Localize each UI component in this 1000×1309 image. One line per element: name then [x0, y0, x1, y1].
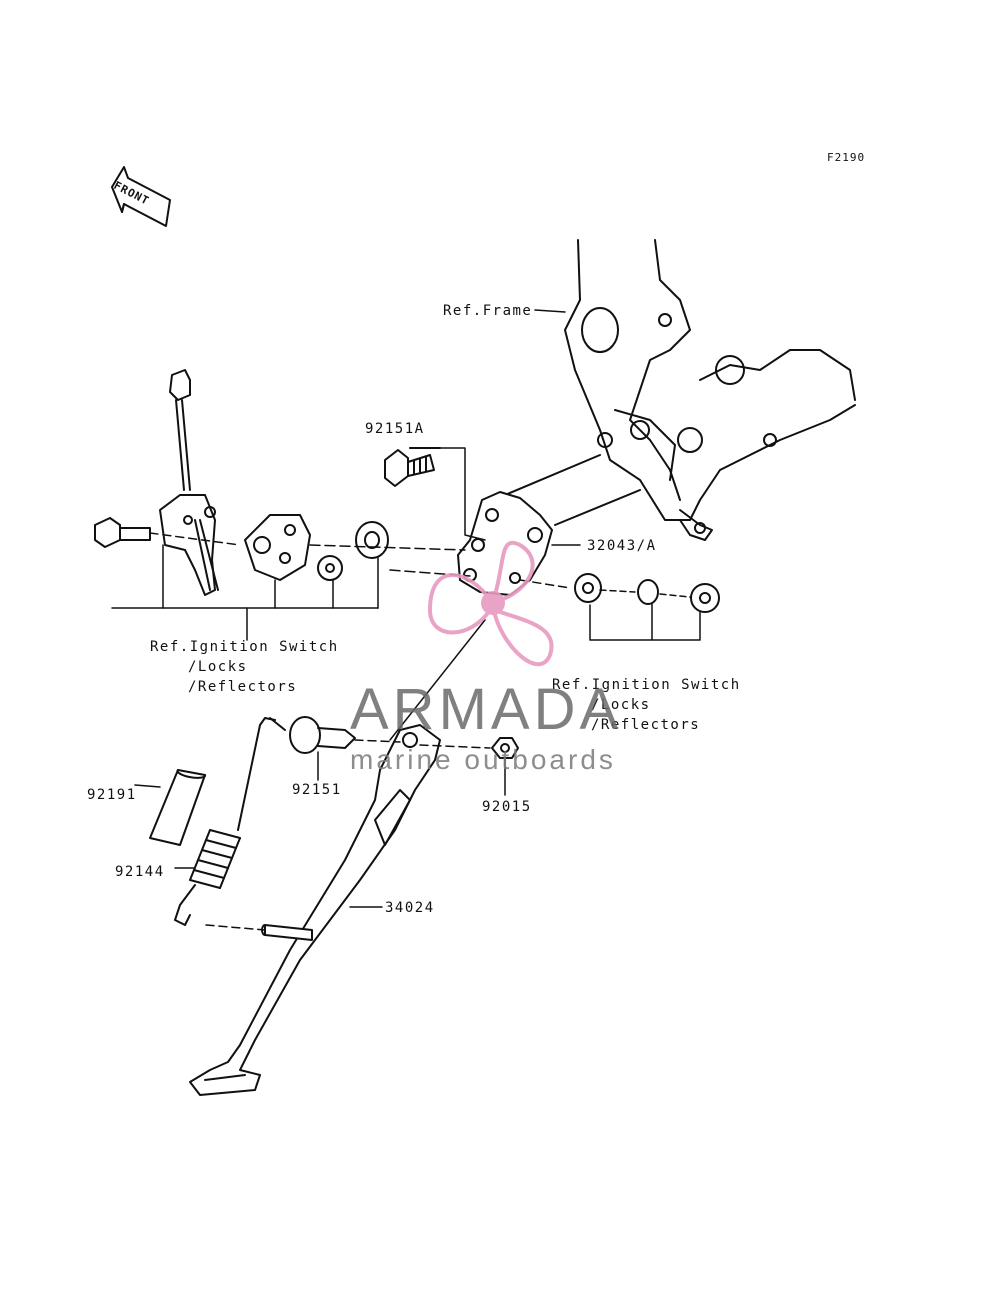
spring-92144 — [174, 717, 286, 926]
label-ref-ignition-left-1: Ref.Ignition Switch — [150, 639, 339, 655]
frame-outline — [504, 239, 856, 541]
label-ref-ignition-left-2: /Locks — [188, 659, 248, 675]
label-ref-frame: Ref.Frame — [443, 303, 533, 319]
diagram-code: F2190 — [827, 151, 866, 164]
ignition-switch-assembly — [94, 369, 311, 596]
armada-logo-icon — [428, 541, 554, 667]
label-ref-ignition-left-3: /Reflectors — [188, 679, 298, 695]
washers-left — [317, 521, 389, 581]
label-92151: 92151 — [292, 782, 342, 798]
nut-92015 — [491, 737, 519, 759]
label-92191: 92191 — [87, 787, 137, 803]
label-92151a: 92151A — [365, 421, 425, 437]
label-92144: 92144 — [115, 864, 165, 880]
front-arrow-icon — [111, 166, 171, 227]
label-ref-ignition-right-2: /Locks — [591, 697, 651, 713]
watermark-brand: ARMADA — [350, 677, 623, 742]
label-ref-ignition-right-1: Ref.Ignition Switch — [552, 677, 741, 693]
leader-lines — [111, 309, 701, 931]
bracket-32043 — [457, 491, 553, 596]
label-32043a: 32043/A — [587, 538, 657, 554]
label-34024: 34024 — [385, 900, 435, 916]
bolt-92151 — [289, 716, 356, 754]
bolt-92151a — [384, 447, 441, 487]
label-92015: 92015 — [482, 799, 532, 815]
watermark-tagline: marine outboards — [350, 744, 616, 775]
side-stand-34024 — [189, 724, 441, 1096]
label-ref-ignition-right-3: /Reflectors — [591, 717, 701, 733]
washers-right — [574, 573, 720, 613]
sleeve-92191 — [149, 769, 207, 846]
